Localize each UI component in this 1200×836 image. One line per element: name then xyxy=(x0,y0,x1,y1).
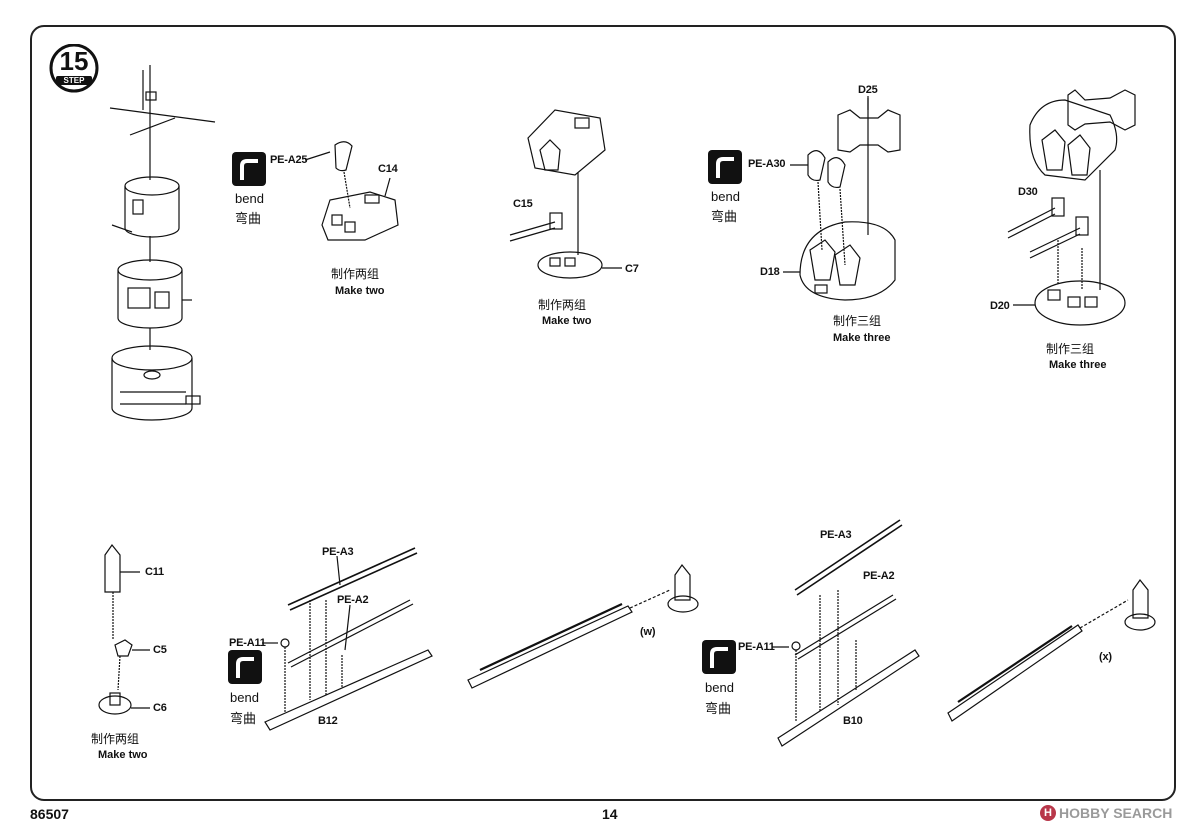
caption-make-two-en: Make two xyxy=(335,285,385,297)
rail-b10-assembly-drawing xyxy=(772,519,920,747)
part-label-c11: C11 xyxy=(145,566,164,578)
part-label-pe-a3: PE-A3 xyxy=(820,529,852,541)
bend-icon xyxy=(702,640,736,674)
mast-assembly-drawing xyxy=(109,65,216,421)
part-label-c5: C5 xyxy=(153,644,167,656)
caption-make-three-cn: 制作三组 xyxy=(833,314,882,328)
caption-make-two-cn: 制作两组 xyxy=(91,732,140,746)
instruction-frame xyxy=(30,25,1176,801)
bend-icon xyxy=(232,152,266,186)
part-label-b10: B10 xyxy=(843,715,863,727)
rail-b12-assembly-drawing xyxy=(262,547,433,731)
caption-make-two-cn: 制作两组 xyxy=(331,267,380,281)
part-label-pe-a11: PE-A11 xyxy=(229,637,266,649)
turret-d20-d30-drawing xyxy=(1007,89,1136,326)
rail-x-completed-drawing xyxy=(947,578,1156,722)
caption-make-three-cn: 制作三组 xyxy=(1046,342,1095,356)
step-number: 15 xyxy=(59,46,89,76)
part-label-c14: C14 xyxy=(378,163,398,175)
rail-w-completed-drawing xyxy=(467,563,699,689)
caption-make-two-en: Make two xyxy=(98,749,148,761)
watermark-text: HOBBY SEARCH xyxy=(1059,805,1173,821)
part-label-b12: B12 xyxy=(318,715,338,727)
part-label-d30: D30 xyxy=(1018,186,1038,198)
part-c11-c5-c6-drawing xyxy=(98,543,150,715)
bend-label: bend xyxy=(230,690,259,705)
part-label-pe-a11: PE-A11 xyxy=(738,641,775,653)
kit-code: 86507 xyxy=(30,806,69,822)
caption-make-two-cn: 制作两组 xyxy=(538,298,587,312)
turret-c15-c7-drawing xyxy=(509,109,622,279)
bend-label-cn: 弯曲 xyxy=(711,210,738,225)
bend-icon xyxy=(708,150,742,184)
part-label-pe-a30: PE-A30 xyxy=(748,158,786,170)
caption-make-three-en: Make three xyxy=(833,332,891,344)
bend-label: bend xyxy=(711,189,740,204)
part-label-d25: D25 xyxy=(858,84,878,96)
bend-label: bend xyxy=(235,191,264,206)
part-label-pe-a25: PE-A25 xyxy=(270,154,308,166)
bend-label-cn: 弯曲 xyxy=(705,702,732,717)
step-label: STEP xyxy=(56,76,92,85)
part-label-c6: C6 xyxy=(153,702,167,714)
caption-make-two-en: Make two xyxy=(542,315,592,327)
bend-label-cn: 弯曲 xyxy=(230,712,257,727)
part-label-pe-a2: PE-A2 xyxy=(337,594,369,606)
part-label-x: (x) xyxy=(1099,651,1112,663)
part-label-pe-a2: PE-A2 xyxy=(863,570,895,582)
part-label-d18: D18 xyxy=(760,266,780,278)
watermark-logo-icon: H xyxy=(1040,805,1056,821)
bend-icon xyxy=(228,650,262,684)
bend-label: bend xyxy=(705,680,734,695)
turret-d18-d25-drawing xyxy=(783,98,901,301)
page-number: 14 xyxy=(602,806,618,822)
step-badge: 15 STEP xyxy=(46,44,102,94)
bend-label-cn: 弯曲 xyxy=(235,212,262,227)
part-label-c15: C15 xyxy=(513,198,533,210)
part-label-pe-a3: PE-A3 xyxy=(322,546,354,558)
part-label-d20: D20 xyxy=(990,300,1010,312)
caption-make-three-en: Make three xyxy=(1049,359,1107,371)
gun-mount-c14-drawing xyxy=(321,141,399,241)
part-label-c7: C7 xyxy=(625,263,639,275)
part-label-w: (w) xyxy=(640,626,656,638)
